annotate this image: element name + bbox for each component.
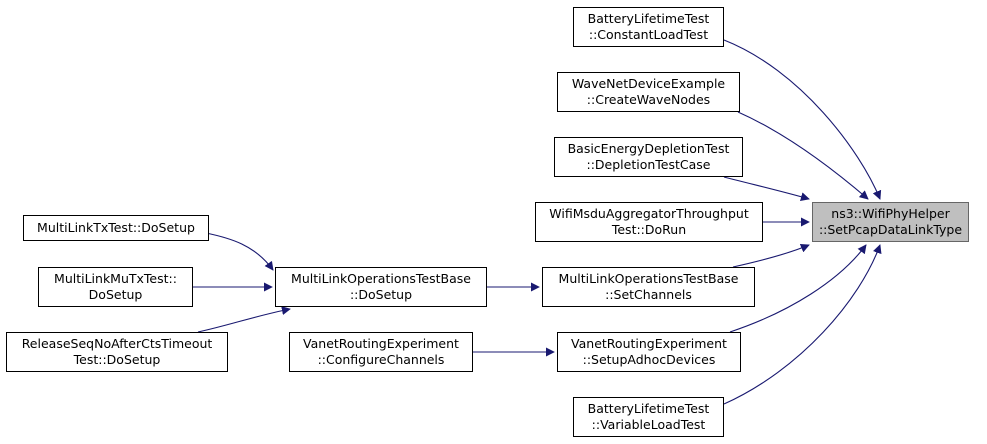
node-label-line: ::DepletionTestCase <box>586 157 711 172</box>
node-battery-constant[interactable]: BatteryLifetimeTest::ConstantLoadTest <box>573 7 724 47</box>
node-label-line: DoSetup <box>88 287 143 302</box>
node-label-line: ::ConstantLoadTest <box>588 27 709 42</box>
node-label-line: ReleaseSeqNoAfterCtsTimeout <box>21 336 213 351</box>
node-mltx[interactable]: MultiLinkTxTest::DoSetup <box>23 215 209 241</box>
edge-mltx-to-mlo-dosetup <box>205 232 274 271</box>
edge-wave-create-to-root <box>737 111 869 200</box>
node-label-line: VanetRoutingExperiment <box>303 336 459 351</box>
node-label-line: ::SetChannels <box>605 287 692 302</box>
node-label-line: ::DoSetup <box>349 287 413 302</box>
edge-basic-energy-to-root <box>723 176 810 202</box>
node-label-line: WaveNetDeviceExample <box>571 76 726 91</box>
node-label-line: BasicEnergyDepletionTest <box>567 141 730 156</box>
edge-mlo-setchannels-to-root <box>732 243 810 268</box>
node-label-line: ::SetPcapDataLinkType <box>818 222 963 237</box>
node-label-line: ::VariableLoadTest <box>591 417 706 432</box>
node-mlo-setchannels[interactable]: MultiLinkOperationsTestBase::SetChannels <box>542 267 755 307</box>
node-label-line: WifiMsduAggregatorThroughput <box>549 206 749 221</box>
node-basic-energy[interactable]: BasicEnergyDepletionTest::DepletionTestC… <box>554 137 743 177</box>
node-label-line: MultiLinkOperationsTestBase <box>558 271 739 286</box>
node-mlmutx[interactable]: MultiLinkMuTxTest::DoSetup <box>38 267 193 307</box>
edge-battery-constant-to-root <box>723 39 882 200</box>
node-label-line: MultiLinkMuTxTest:: <box>54 271 177 286</box>
node-label-line: BatteryLifetimeTest <box>587 401 710 416</box>
node-label-line: VanetRoutingExperiment <box>571 336 727 351</box>
edge-releaseseq-to-mlo-dosetup <box>197 306 291 333</box>
node-label-line: ::CreateWaveNodes <box>586 92 711 107</box>
node-wave-create[interactable]: WaveNetDeviceExample::CreateWaveNodes <box>557 72 740 112</box>
node-label-line: MultiLinkOperationsTestBase <box>291 271 471 286</box>
node-label-line: Test::DoSetup <box>73 352 161 367</box>
node-label-line: Test::DoRun <box>611 222 687 237</box>
edge-battery-variable-to-root <box>723 244 882 405</box>
node-label-line: MultiLinkTxTest::DoSetup <box>37 220 195 235</box>
node-battery-variable[interactable]: BatteryLifetimeTest::VariableLoadTest <box>573 397 724 437</box>
node-root: ns3::WifiPhyHelper::SetPcapDataLinkType <box>812 202 969 242</box>
node-vanet-setup[interactable]: VanetRoutingExperiment::SetupAdhocDevice… <box>557 332 741 372</box>
node-label-line: BatteryLifetimeTest <box>587 11 710 26</box>
node-vanet-configure[interactable]: VanetRoutingExperiment::ConfigureChannel… <box>289 332 473 372</box>
node-label-line: ns3::WifiPhyHelper <box>831 206 950 221</box>
edge-vanet-setup-to-root <box>729 244 867 333</box>
node-label-line: ::SetupAdhocDevices <box>582 352 716 367</box>
node-label-line: ::ConfigureChannels <box>317 352 445 367</box>
node-mlo-dosetup[interactable]: MultiLinkOperationsTestBase::DoSetup <box>275 267 487 307</box>
